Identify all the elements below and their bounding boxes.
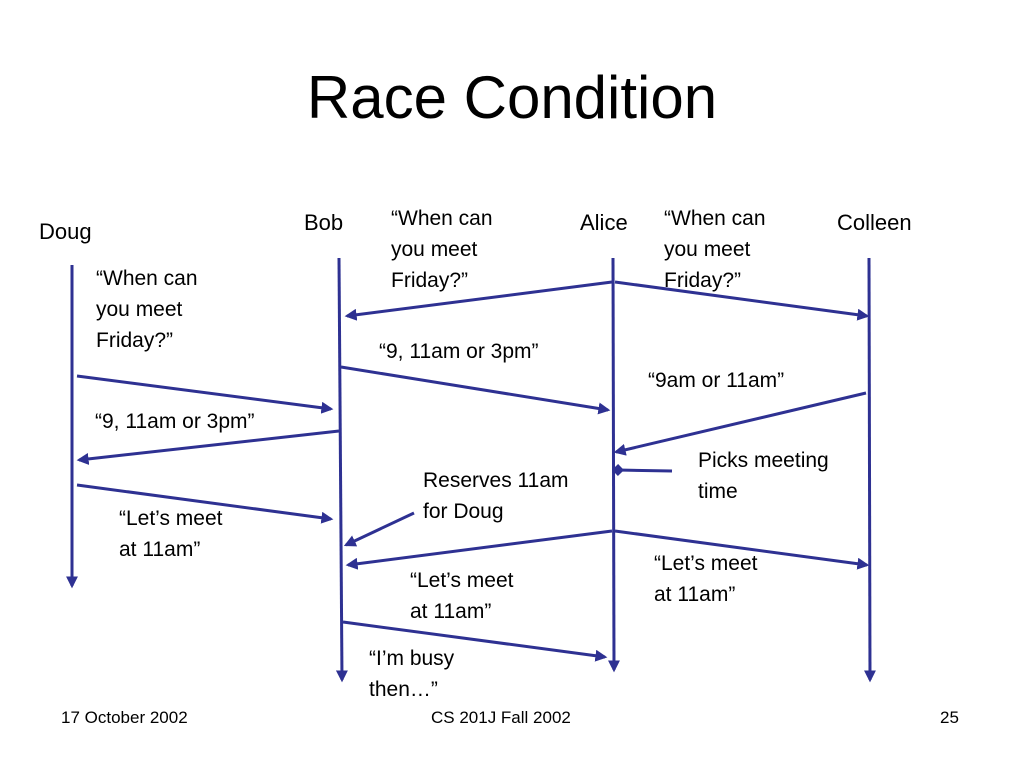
bob-to-alice-busy-label: “I’m busy then…” [369, 647, 455, 701]
alice-to-bob-ask-arrow [344, 280, 613, 321]
footer-date: 17 October 2002 [61, 708, 188, 727]
bob-to-alice-reply-arrow [340, 365, 611, 415]
actor-doug: Doug [39, 219, 92, 244]
alice-to-colleen-ask-label: “When can you meet Friday?” [664, 207, 766, 292]
actor-alice: Alice [580, 210, 628, 235]
doug-to-bob-meet-arrow [76, 483, 334, 524]
doug-to-bob-reply-label: “9, 11am or 3pm” [95, 410, 255, 433]
alice-to-bob-meet-arrow [345, 529, 613, 570]
doug-to-bob-meet-label: “Let’s meet at 11am” [119, 507, 223, 561]
bob-to-doug-ask-arrow [76, 374, 334, 414]
bob-lifeline [335, 257, 348, 683]
colleen-to-alice-reply-arrow [613, 391, 867, 456]
alice-to-bob-meet-label: “Let’s meet at 11am” [410, 569, 514, 623]
slide-title: Race Condition [306, 64, 718, 131]
alice-note-label: Picks meeting time [698, 449, 829, 503]
alice-to-colleen-meet-label: “Let’s meet at 11am” [654, 552, 758, 606]
doug-to-bob-reply-arrow [76, 429, 340, 465]
bob-note-label: Reserves 11am for Doug [423, 469, 569, 523]
footer-course: CS 201J Fall 2002 [431, 708, 571, 727]
alice-to-colleen-meet-arrow [614, 529, 870, 570]
alice-note-connector [612, 464, 673, 476]
alice-to-colleen-ask-arrow [614, 280, 870, 321]
footer-page-number: 25 [940, 708, 959, 727]
bob-to-doug-ask-label: “When can you meet Friday?” [96, 267, 198, 352]
bob-to-alice-reply-label: “9, 11am or 3pm” [379, 340, 539, 363]
alice-to-bob-ask-label: “When can you meet Friday?” [391, 207, 493, 292]
actor-bob: Bob [304, 210, 344, 235]
actor-colleen: Colleen [837, 210, 912, 235]
alice-lifeline [607, 257, 620, 673]
bob-to-alice-busy-arrow [342, 620, 608, 662]
colleen-lifeline [863, 257, 876, 683]
bob-note-connector [343, 511, 415, 547]
colleen-to-alice-reply-label: “9am or 11am” [648, 369, 785, 392]
